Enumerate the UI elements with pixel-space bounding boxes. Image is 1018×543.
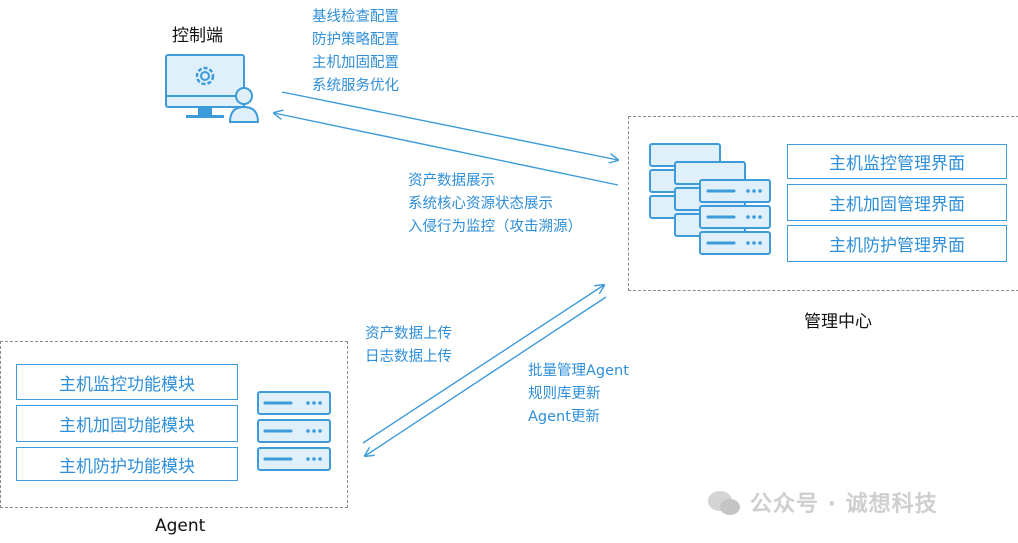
console-title: 控制端 — [172, 26, 223, 46]
server-stack-icon — [649, 143, 771, 255]
watermark-text: 公众号 · 诚想科技 — [750, 492, 938, 517]
arrow-console-to-center — [281, 91, 618, 160]
config-item: 主机加固配置 — [312, 55, 399, 71]
monitor-gear-user-icon — [165, 54, 260, 123]
display-item: 系统核心资源状态展示 — [408, 196, 553, 212]
management-center-box — [628, 116, 1018, 291]
upload-item: 资产数据上传 — [365, 326, 452, 342]
config-item: 基线检查配置 — [312, 9, 399, 25]
agent-box — [0, 341, 348, 508]
agent-title: Agent — [155, 516, 206, 536]
upload-item: 日志数据上传 — [365, 349, 452, 365]
arrow-center-to-console — [274, 113, 619, 186]
center-ui-item: 主机监控管理界面 — [787, 144, 1007, 179]
center-title: 管理中心 — [804, 312, 872, 332]
center-ui-item: 主机防护管理界面 — [787, 225, 1007, 262]
config-item: 防护策略配置 — [312, 32, 399, 48]
arrow-agent-to-center — [362, 285, 604, 444]
config-item: 系统服务优化 — [312, 78, 399, 94]
agent-module: 主机监控功能模块 — [16, 364, 238, 400]
center-display-list: 资产数据展示 系统核心资源状态展示 入侵行为监控（攻击溯源） — [408, 170, 582, 239]
agent-module: 主机防护功能模块 — [16, 447, 238, 481]
manage-item: 规则库更新 — [528, 386, 601, 402]
wechat-icon — [708, 491, 740, 515]
display-item: 入侵行为监控（攻击溯源） — [408, 219, 582, 235]
manage-item: 批量管理Agent — [528, 363, 629, 379]
agent-manage-list: 批量管理Agent 规则库更新 Agent更新 — [528, 360, 629, 429]
server-icon — [257, 391, 331, 471]
arrow-center-to-agent — [365, 296, 607, 456]
manage-item: Agent更新 — [528, 409, 600, 425]
agent-upload-list: 资产数据上传 日志数据上传 — [365, 323, 452, 369]
center-ui-item: 主机加固管理界面 — [787, 184, 1007, 221]
agent-module: 主机加固功能模块 — [16, 405, 238, 442]
console-config-list: 基线检查配置 防护策略配置 主机加固配置 系统服务优化 — [312, 6, 399, 98]
display-item: 资产数据展示 — [408, 173, 495, 189]
